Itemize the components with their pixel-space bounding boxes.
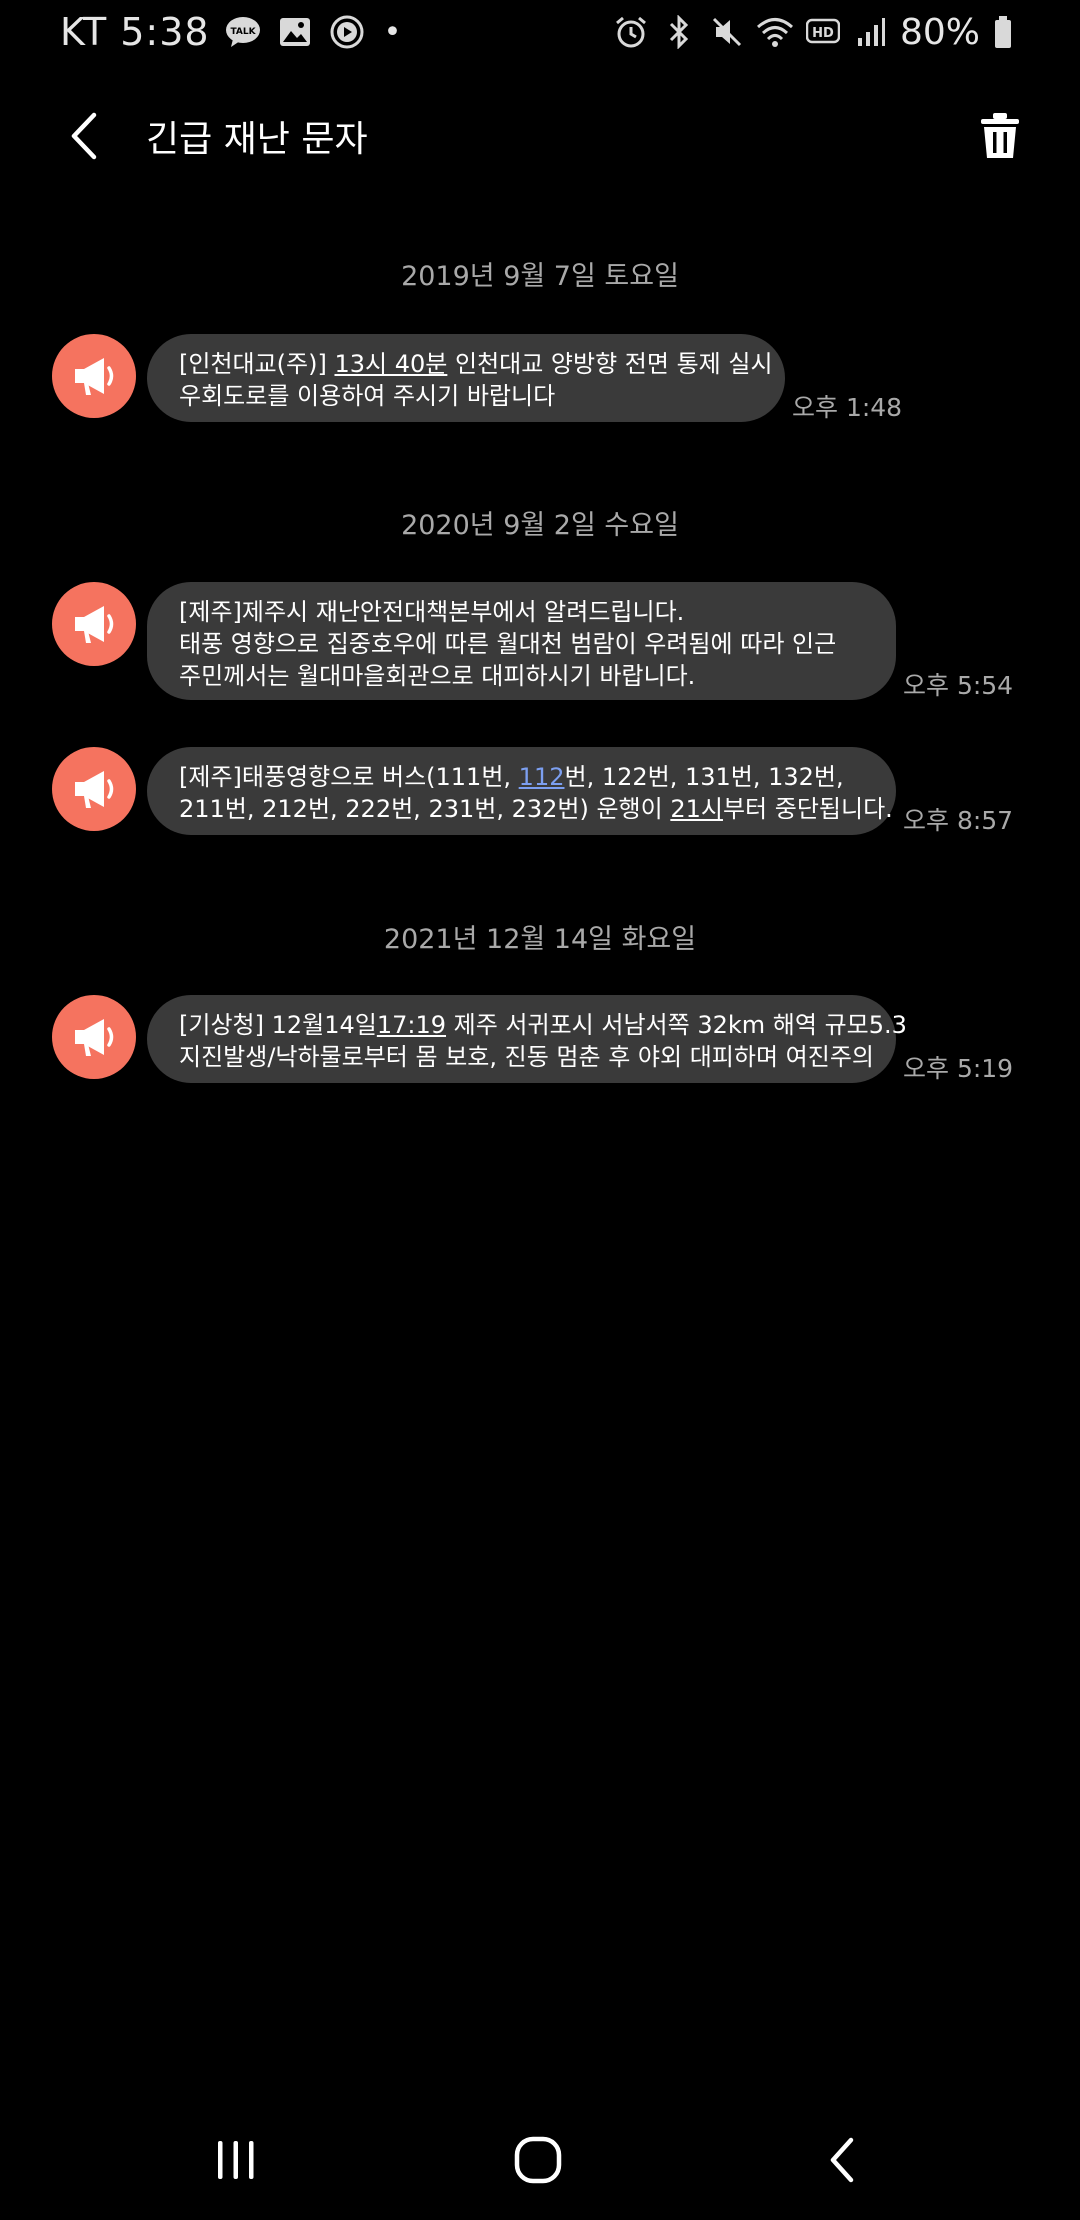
battery-icon: [984, 13, 1022, 51]
home-icon: [514, 2136, 562, 2184]
message-line: [기상청] 12월14일17:19 제주 서귀포시 서남서쪽 32km 해역 규…: [179, 1011, 907, 1039]
system-nav-bar: [0, 2100, 1080, 2220]
message-time: 오후 5:19: [903, 1054, 1014, 1083]
megaphone-icon: [75, 771, 114, 808]
message-time: 오후 8:57: [903, 806, 1014, 835]
megaphone-icon: [75, 606, 114, 643]
megaphone-icon: [75, 1019, 114, 1056]
page-title: 긴급 재난 문자: [146, 119, 368, 160]
alarm-icon: [612, 13, 650, 51]
status-dot: •: [383, 14, 403, 50]
home-button[interactable]: [498, 2130, 578, 2190]
delete-button[interactable]: [970, 106, 1030, 166]
talk-icon: TALK: [224, 13, 262, 51]
app-header: 긴급 재난 문자: [0, 96, 1080, 176]
status-left: KT 5:38 TALK •: [60, 10, 402, 54]
message-line: [제주]태풍영향으로 버스(111번, 112번, 122번, 131번, 13…: [179, 763, 844, 791]
message-bubble[interactable]: [기상청] 12월14일17:19 제주 서귀포시 서남서쪽 32km 해역 규…: [147, 995, 907, 1083]
recent-apps-icon: [218, 2141, 254, 2179]
nav-back-icon: [830, 2137, 854, 2183]
nav-back-button[interactable]: [802, 2130, 882, 2190]
message-time: 오후 5:54: [903, 671, 1014, 700]
message-bubble[interactable]: [제주]태풍영향으로 버스(111번, 112번, 122번, 131번, 13…: [147, 747, 896, 835]
message-line: [제주]제주시 재난안전대책본부에서 알려드립니다.: [179, 598, 685, 626]
mute-icon: [708, 13, 746, 51]
megaphone-icon: [75, 358, 114, 395]
sender-avatar: [52, 747, 136, 831]
back-button[interactable]: [58, 106, 108, 166]
sender-avatar: [52, 995, 136, 1079]
message-bubble[interactable]: [제주]제주시 재난안전대책본부에서 알려드립니다. 태풍 영향으로 집중호우에…: [147, 582, 896, 700]
recent-apps-button[interactable]: [196, 2130, 276, 2190]
message-line: 지진발생/낙하물로부터 몸 보호, 진동 멈춘 후 야외 대피하며 여진주의: [179, 1043, 874, 1071]
phone-link[interactable]: 112: [518, 763, 565, 791]
back-arrow-icon: [71, 112, 97, 160]
message-line: 주민께서는 월대마을회관으로 대피하시기 바랍니다.: [179, 662, 696, 690]
message-line: [인천대교(주)] 13시 40분 인천대교 양방향 전면 통제 실시: [179, 350, 773, 378]
message-line: 우회도로를 이용하여 주시기 바랍니다: [179, 382, 556, 410]
message-time: 오후 1:48: [792, 393, 903, 422]
trash-icon: [981, 113, 1019, 158]
message-bubble[interactable]: [인천대교(주)] 13시 40분 인천대교 양방향 전면 통제 실시 우회도로…: [147, 334, 785, 422]
battery-percent: 80%: [899, 11, 980, 53]
message-line: 태풍 영향으로 집중호우에 따른 월대천 범람이 우려됨에 따라 인근: [179, 630, 837, 658]
signal-icon: [852, 13, 890, 51]
date-separator: 2019년 9월 7일 토요일: [401, 261, 679, 292]
sender-avatar: [52, 334, 136, 418]
bluetooth-icon: [660, 13, 698, 51]
wifi-icon: [756, 13, 794, 51]
svg-text:TALK: TALK: [230, 27, 256, 37]
svg-text:HD: HD: [812, 26, 834, 41]
date-separator: 2020년 9월 2일 수요일: [401, 510, 679, 541]
message-line: 211번, 212번, 222번, 231번, 232번) 운행이 21시부터 …: [179, 795, 893, 823]
sender-avatar: [52, 582, 136, 666]
carrier-time: KT 5:38: [60, 10, 210, 54]
date-separator: 2021년 12월 14일 화요일: [383, 924, 697, 955]
status-bar: KT 5:38 TALK •: [0, 0, 1080, 64]
play-icon: [328, 13, 366, 51]
hd-icon: HD: [804, 13, 842, 51]
image-icon: [276, 13, 314, 51]
status-right: HD 80%: [602, 10, 1022, 54]
